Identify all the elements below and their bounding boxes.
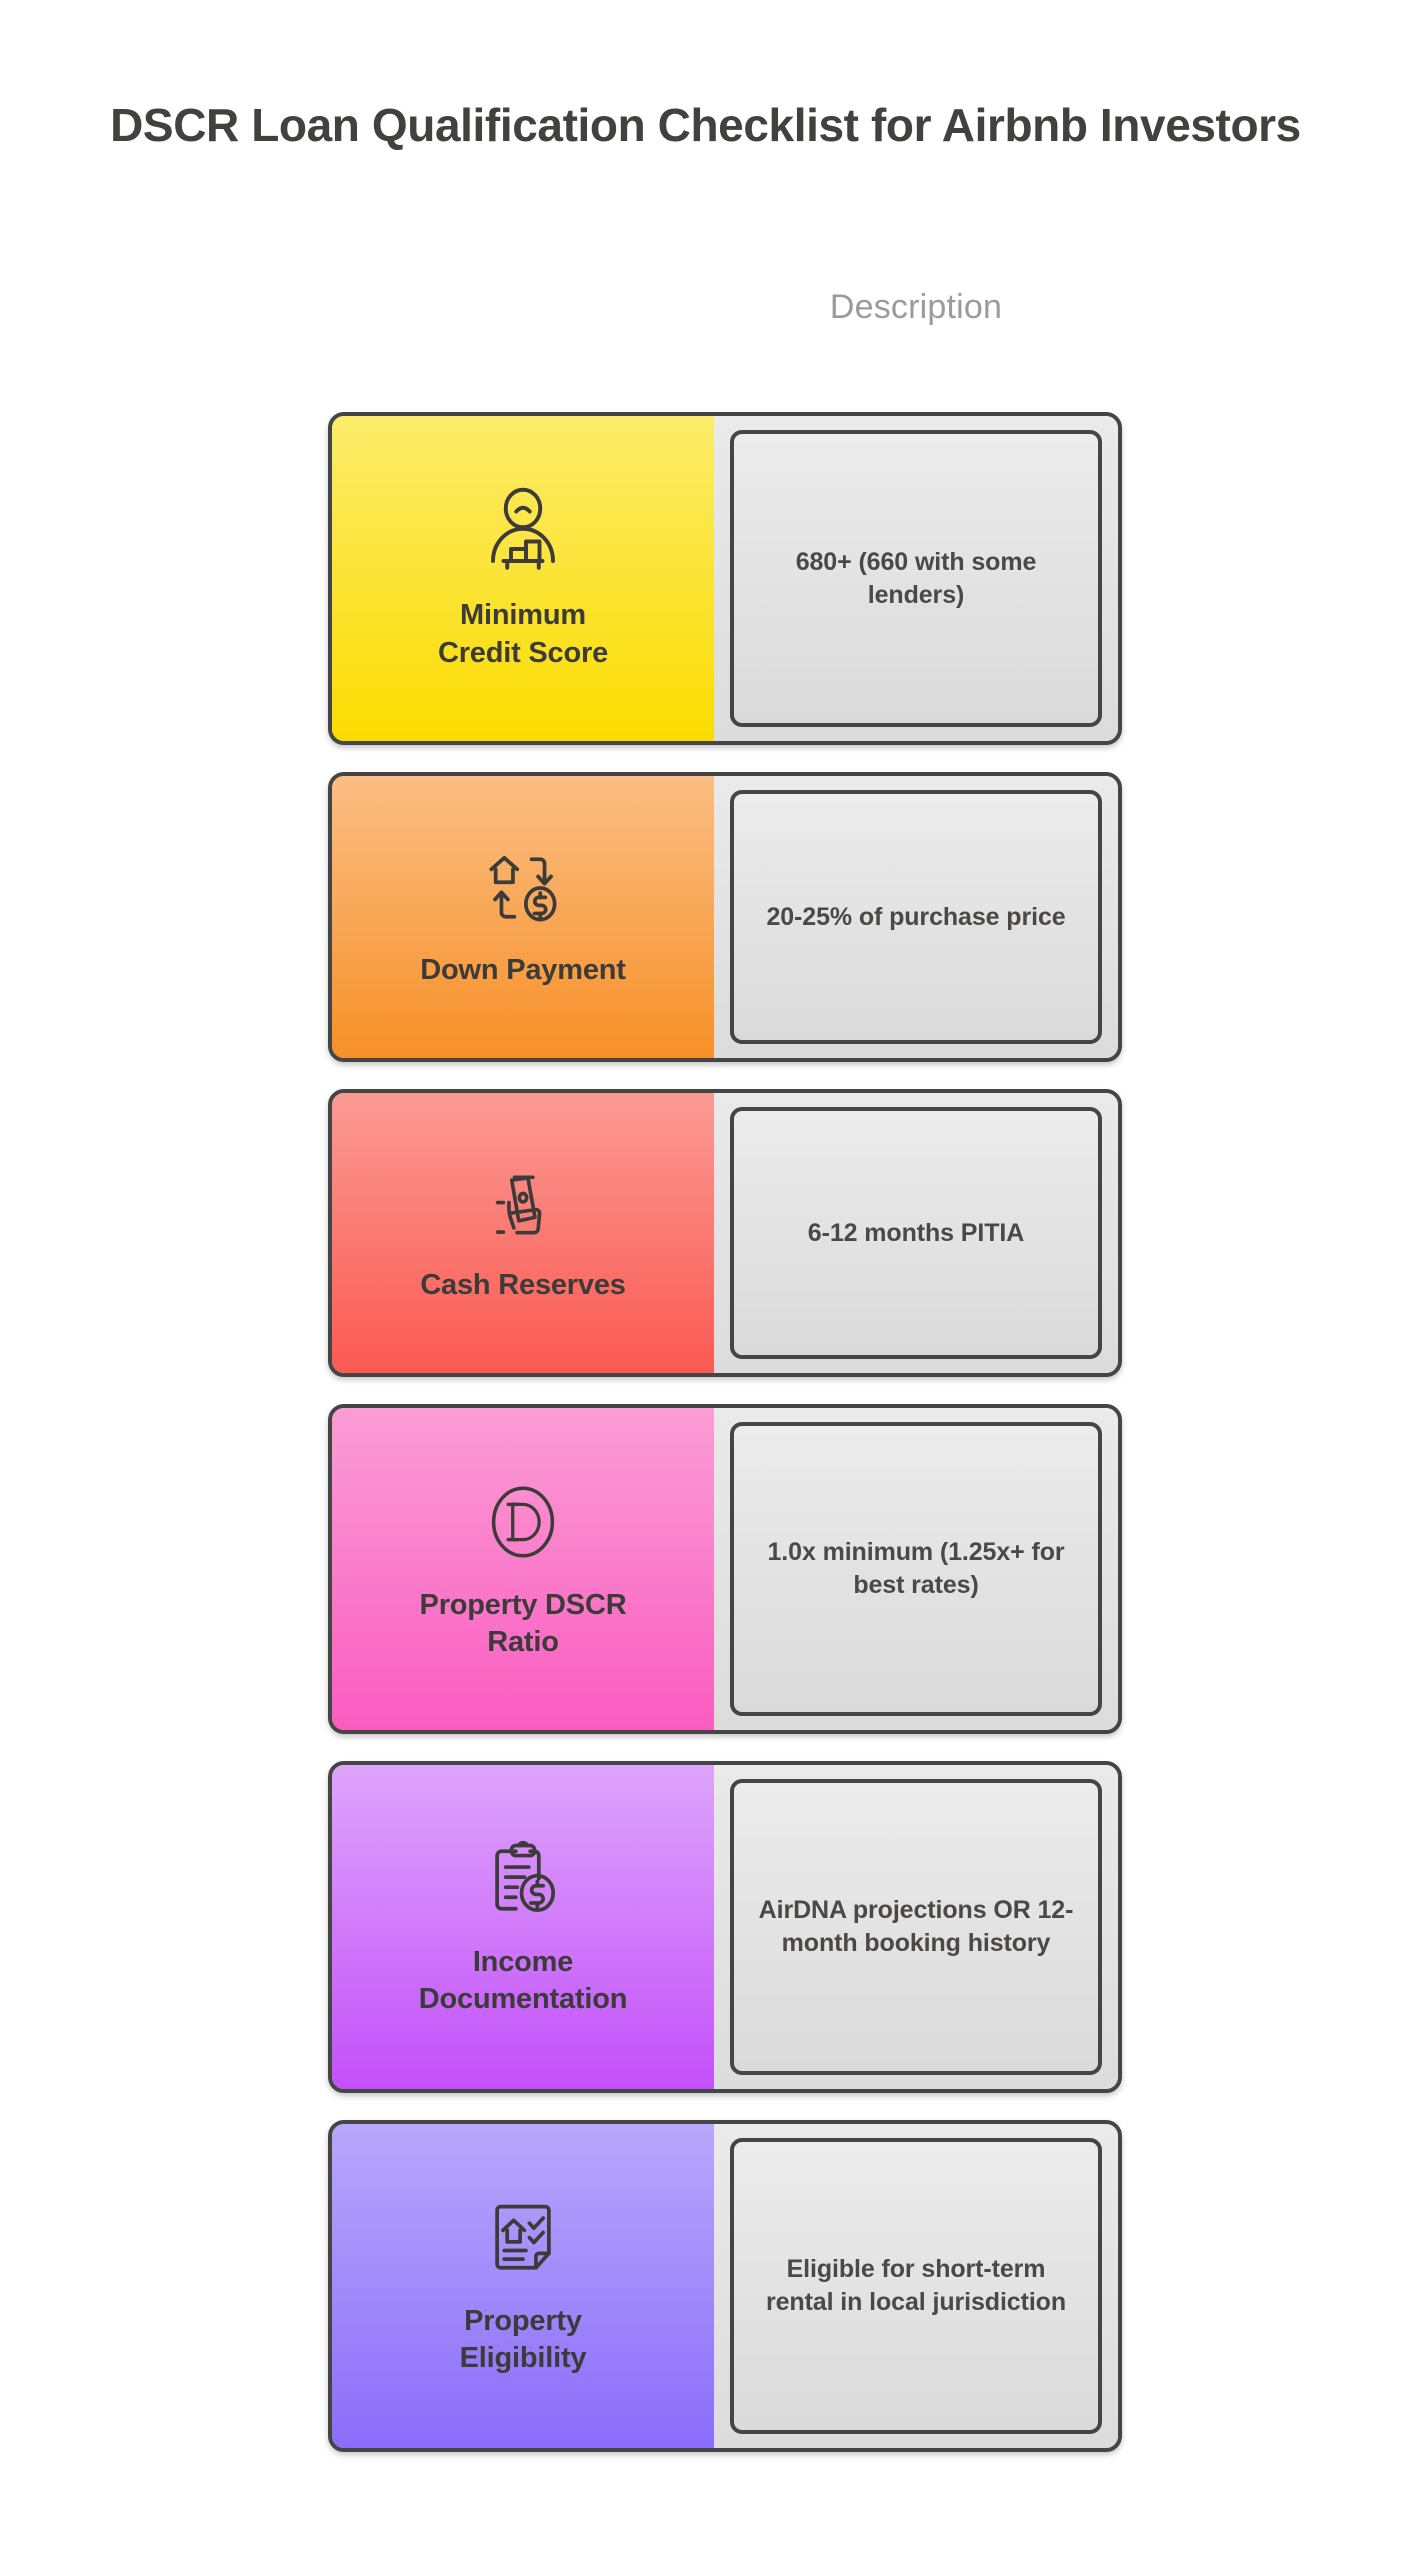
- description-column-header: Description: [829, 288, 1003, 326]
- row-label-cell: Property DSCR Ratio: [332, 1408, 714, 1730]
- row-description-box: 6-12 months PITIA: [730, 1107, 1102, 1359]
- row-description-box: 1.0x minimum (1.25x+ for best rates): [730, 1422, 1102, 1716]
- row-label: Income Documentation: [418, 1944, 628, 2018]
- document-house-checklist-icon: [477, 2193, 569, 2285]
- row-description-cell: 680+ (660 with some lenders): [714, 416, 1118, 741]
- table-row: Income Documentation AirDNA projections …: [328, 1761, 1122, 2093]
- row-label-cell: Minimum Credit Score: [332, 416, 714, 741]
- row-label-line1: Income: [472, 1945, 574, 1978]
- row-description-text: Eligible for short-term rental in local …: [765, 2255, 1067, 2316]
- table-row: Cash Reserves 6-12 months PITIA: [328, 1089, 1122, 1377]
- row-description-box: Eligible for short-term rental in local …: [730, 2138, 1102, 2434]
- circled-d-icon: [476, 1475, 570, 1569]
- row-label-line1: Cash Reserves: [420, 1269, 626, 1302]
- row-description-cell: 1.0x minimum (1.25x+ for best rates): [714, 1408, 1118, 1730]
- row-label-cell: Property Eligibility: [332, 2124, 714, 2448]
- row-label-line1: Property: [464, 2304, 582, 2337]
- row-label-line2: Credit Score: [437, 636, 609, 669]
- row-label: Property DSCR Ratio: [420, 1587, 627, 1661]
- table-row: Minimum Credit Score 680+ (660 with some…: [328, 412, 1122, 745]
- table-row: Property Eligibility Eligible for short-…: [328, 2120, 1122, 2452]
- page-title: DSCR Loan Qualification Checklist for Ai…: [110, 99, 1301, 151]
- row-label: Minimum Credit Score: [438, 597, 608, 671]
- row-label-line2: Documentation: [418, 1983, 628, 2015]
- row-label-line2: Ratio: [487, 1626, 559, 1658]
- row-description-box: 680+ (660 with some lenders): [730, 430, 1102, 727]
- row-description-text: AirDNA projections OR 12-month booking h…: [758, 1896, 1074, 1957]
- row-label-line1: Minimum: [460, 599, 586, 632]
- row-description-text: 6-12 months PITIA: [807, 1218, 1025, 1247]
- clipboard-dollar-icon: [477, 1834, 569, 1926]
- row-description-text: 20-25% of purchase price: [766, 902, 1066, 931]
- row-description-box: 20-25% of purchase price: [730, 790, 1102, 1044]
- row-label-line2: Eligibility: [459, 2342, 587, 2374]
- row-description-text: 1.0x minimum (1.25x+ for best rates): [767, 1538, 1065, 1599]
- table-row: Down Payment 20-25% of purchase price: [328, 772, 1122, 1062]
- row-label: Down Payment: [420, 952, 626, 989]
- row-label-line1: Down Payment: [420, 954, 626, 987]
- hand-holding-cash-icon: [478, 1159, 568, 1249]
- row-label-cell: Income Documentation: [332, 1765, 714, 2089]
- row-label: Property Eligibility: [460, 2303, 587, 2377]
- row-description-cell: AirDNA projections OR 12-month booking h…: [714, 1765, 1118, 2089]
- row-label-cell: Cash Reserves: [332, 1093, 714, 1373]
- row-label-line1: Property DSCR: [419, 1588, 627, 1621]
- checklist-rows: Minimum Credit Score 680+ (660 with some…: [328, 412, 1122, 2452]
- row-description-text: 680+ (660 with some lenders): [795, 547, 1037, 609]
- table-row: Property DSCR Ratio 1.0x minimum (1.25x+…: [328, 1404, 1122, 1734]
- row-label-cell: Down Payment: [332, 776, 714, 1058]
- house-dollar-exchange-icon: [477, 842, 569, 934]
- row-label: Cash Reserves: [420, 1267, 626, 1304]
- row-description-cell: 6-12 months PITIA: [714, 1093, 1118, 1373]
- row-description-cell: 20-25% of purchase price: [714, 776, 1118, 1058]
- row-description-cell: Eligible for short-term rental in local …: [714, 2124, 1118, 2448]
- person-credit-score-icon: [475, 483, 571, 579]
- row-description-box: AirDNA projections OR 12-month booking h…: [730, 1779, 1102, 2075]
